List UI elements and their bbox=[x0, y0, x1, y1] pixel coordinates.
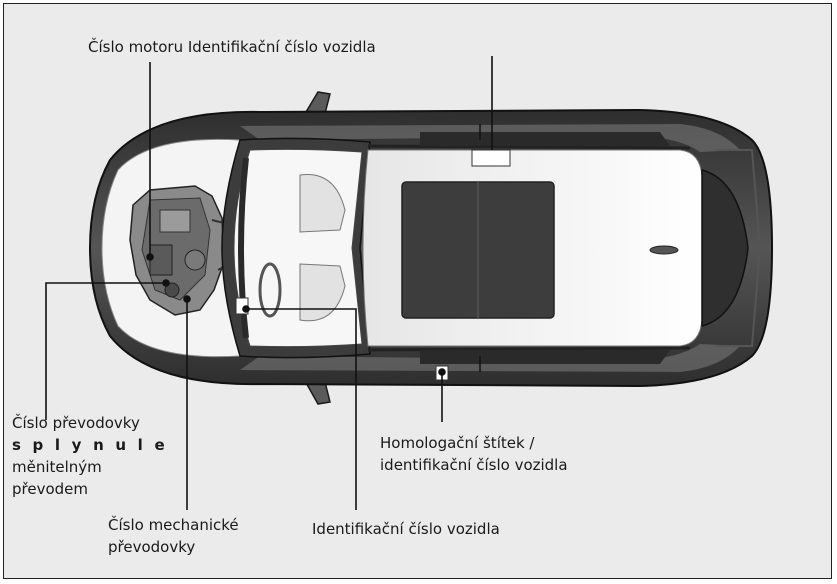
label-manual-line1: Číslo mechanické bbox=[108, 516, 239, 534]
rear-spoiler bbox=[716, 149, 762, 347]
body-highlight-top bbox=[240, 124, 740, 152]
leader-vin-bottom bbox=[246, 308, 357, 510]
antenna bbox=[649, 245, 679, 255]
label-vin-bottom: Identifikační číslo vozidla bbox=[312, 518, 500, 540]
vin-plate-windshield bbox=[471, 149, 511, 167]
label-manual-line2: převodovky bbox=[108, 538, 196, 556]
label-cvt-line4: převodem bbox=[12, 480, 89, 498]
seat-left bbox=[299, 173, 346, 233]
label-manual-transmission: Číslo mechanické převodovky bbox=[108, 514, 239, 558]
label-vin-bottom-text: Identifikační číslo vozidla bbox=[312, 520, 500, 538]
label-cvt: Číslo převodovky s p l y n u l e měnitel… bbox=[12, 412, 168, 500]
roof-rail-bottom bbox=[367, 346, 691, 352]
label-cvt-line3: měnitelným bbox=[12, 458, 102, 476]
dashboard bbox=[238, 157, 249, 339]
roof-rail-top bbox=[367, 144, 691, 150]
label-engine-number-text: Číslo motoru bbox=[88, 38, 184, 56]
label-homologation-line1: Homologační štítek / bbox=[380, 434, 535, 452]
label-cvt-line1: Číslo převodovky bbox=[12, 414, 140, 432]
body-highlight-bottom bbox=[240, 344, 740, 372]
leader-cvt bbox=[45, 282, 164, 420]
label-homologation-line2: identifikační číslo vozidla bbox=[380, 456, 568, 474]
label-engine-number: Číslo motoru Identifikační číslo vozidla bbox=[88, 36, 376, 58]
cabin-interior bbox=[233, 148, 363, 348]
steering-wheel bbox=[258, 262, 282, 318]
label-homologation: Homologační štítek / identifikační číslo… bbox=[380, 432, 568, 476]
rear-window bbox=[701, 169, 749, 327]
leader-lines bbox=[45, 56, 493, 510]
side-window-top bbox=[420, 132, 670, 146]
side-window-bottom bbox=[420, 350, 670, 364]
seat-right bbox=[299, 263, 346, 322]
label-vin-top-text: Identifikační číslo vozidla bbox=[187, 38, 376, 56]
label-cvt-line2: s p l y n u l e bbox=[12, 436, 168, 454]
